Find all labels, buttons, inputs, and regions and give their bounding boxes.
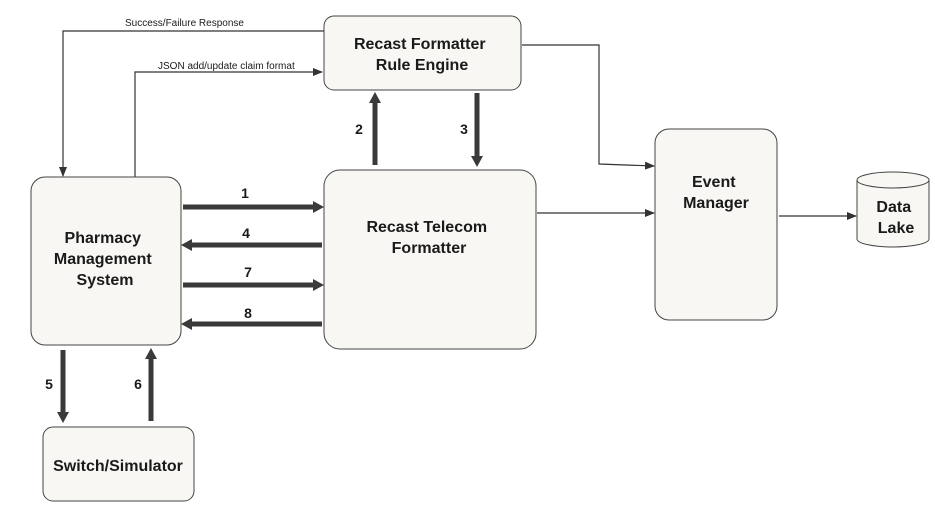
pharmacy-label-line-2: Management — [54, 251, 152, 268]
thin-connectors — [59, 30, 857, 220]
step-6-label: 6 — [134, 376, 142, 392]
event-manager-label-line-2: Manager — [683, 195, 749, 212]
step-2-arrow — [369, 92, 381, 165]
pharmacy-label-line-1: Pharmacy — [65, 230, 142, 247]
success-failure-label: Success/Failure Response — [125, 18, 244, 29]
pharmacy-node: Pharmacy Management System — [30, 176, 182, 346]
step-5-arrow — [57, 350, 69, 423]
data-lake-label-line-2: Lake — [878, 220, 915, 237]
rule-engine-label-line-1: Recast Formatter — [354, 36, 486, 53]
event-manager-node: Event Manager — [654, 128, 778, 321]
step-1-label: 1 — [241, 185, 249, 201]
step-1-arrow — [183, 201, 324, 213]
data-lake-cylinder-body — [856, 180, 930, 248]
json-claim-connector — [134, 68, 323, 177]
step-arrows — [57, 92, 483, 423]
rule-engine-to-event-manager-connector — [522, 44, 655, 170]
data-lake-label: Data Lake — [876, 199, 915, 237]
switch-simulator-label: Switch/Simulator — [53, 458, 183, 475]
telecom-formatter-label-line-2: Formatter — [392, 240, 467, 257]
telecom-formatter-node: Recast Telecom Formatter — [323, 169, 537, 350]
data-lake-node: Data Lake — [856, 171, 930, 248]
pharmacy-label: Pharmacy Management System — [54, 230, 156, 289]
telecom-formatter-label-line-1: Recast Telecom — [366, 219, 487, 236]
rule-engine-label: Recast Formatter Rule Engine — [354, 36, 490, 74]
json-claim-label: JSON add/update claim format — [158, 61, 295, 72]
event-manager-label-line-1: Event — [692, 174, 736, 191]
telecom-formatter-label: Recast Telecom Formatter — [366, 219, 491, 257]
step-2-label: 2 — [355, 121, 363, 137]
step-4-arrow — [181, 239, 322, 251]
switch-simulator-node: Switch/Simulator — [42, 426, 195, 502]
event-manager-label: Event Manager — [683, 174, 749, 212]
data-lake-cylinder-top — [856, 171, 930, 189]
step-8-arrow — [181, 318, 322, 330]
step-6-arrow — [145, 348, 157, 421]
step-7-arrow — [183, 279, 324, 291]
success-failure-connector — [59, 30, 324, 177]
pharmacy-label-line-3: System — [77, 272, 134, 289]
step-3-arrow — [471, 93, 483, 167]
step-8-label: 8 — [244, 305, 252, 321]
switch-simulator-label-line-1: Switch/Simulator — [53, 458, 183, 475]
rule-engine-node: Recast Formatter Rule Engine — [323, 15, 522, 91]
data-lake-label-line-1: Data — [876, 199, 911, 216]
rule-engine-label-line-2: Rule Engine — [376, 57, 469, 74]
step-7-label: 7 — [244, 264, 252, 280]
step-5-label: 5 — [45, 376, 53, 392]
step-4-label: 4 — [242, 225, 250, 241]
step-3-label: 3 — [460, 121, 468, 137]
